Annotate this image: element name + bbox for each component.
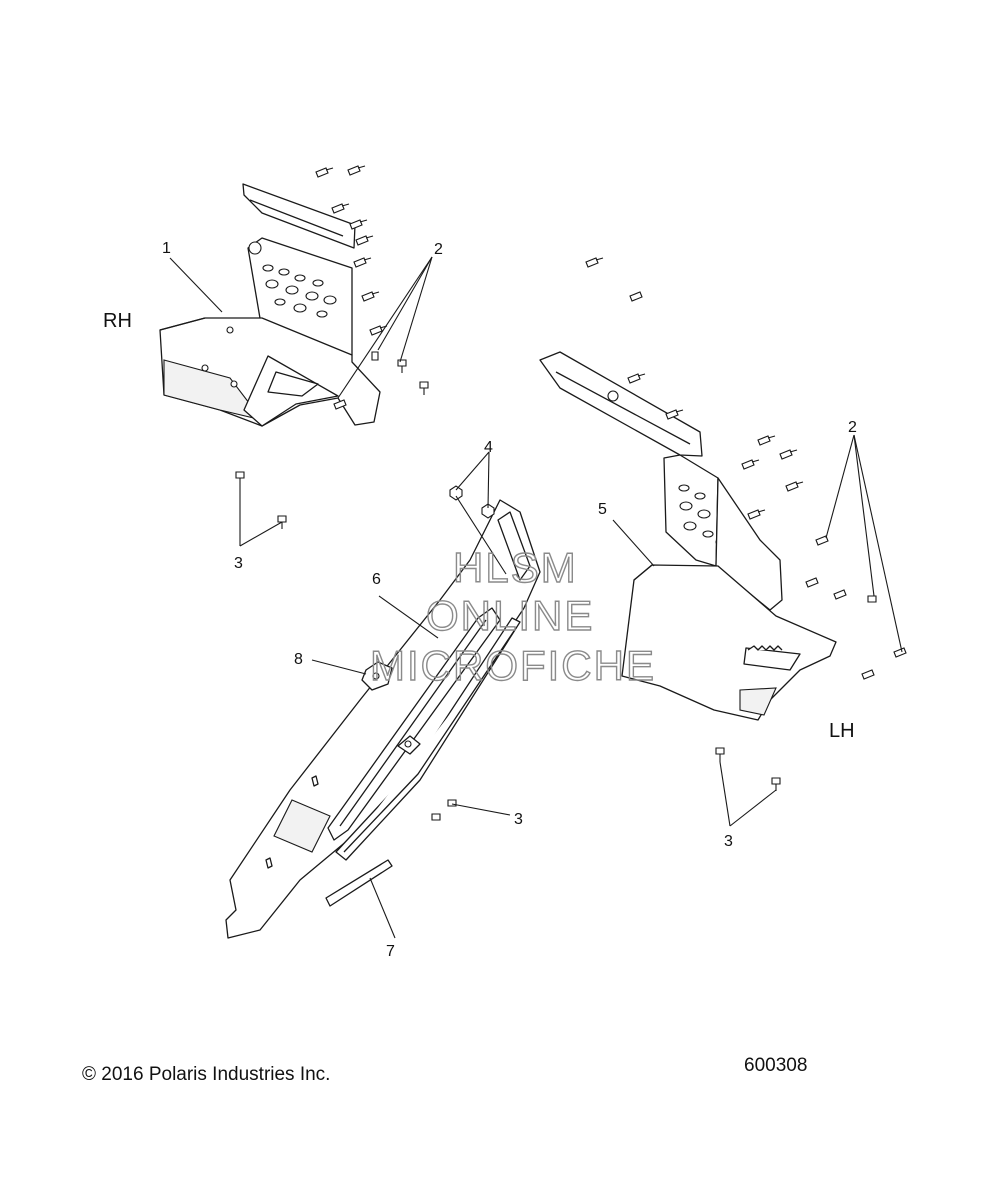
bolt-icon [397, 359, 407, 373]
bolt-icon [627, 373, 646, 384]
bolt-icon [331, 203, 350, 214]
watermark-line-1: HLSM [453, 544, 578, 591]
callout-8: 8 [294, 651, 303, 668]
lh-bolt-group [585, 257, 907, 791]
bolt-icon [347, 165, 366, 176]
bolt-icon [585, 257, 604, 268]
bolt-icon [747, 509, 766, 520]
bolt-icon [757, 435, 776, 446]
bolt-icon [361, 291, 380, 302]
bolt-icon [893, 647, 907, 658]
lh-footrest-part [539, 351, 837, 721]
callout-2-right: 2 [848, 419, 857, 436]
trim-strip-part [325, 859, 393, 907]
bolt-icon [665, 409, 684, 420]
bolt-icon [867, 595, 877, 603]
bolt-icon [771, 777, 781, 791]
center-bolt-group [431, 799, 457, 821]
bolt-icon [815, 535, 829, 546]
watermark: HLSM ONLINE MICROFICHE [369, 543, 656, 689]
bolt-icon [779, 449, 798, 460]
bolt-icon [741, 459, 760, 470]
bolt-icon [447, 799, 457, 807]
bolt-icon [333, 399, 347, 410]
callout-2-upper: 2 [434, 241, 443, 258]
bolt-icon [315, 167, 334, 178]
callout-3-center: 3 [514, 811, 523, 828]
callout-3-rh: 3 [234, 555, 243, 572]
bolt-icon [861, 669, 875, 680]
rh-footrest-part [159, 183, 381, 427]
bolt-icon [785, 481, 804, 492]
bolt-icon [235, 471, 245, 486]
bolt-icon [715, 747, 725, 762]
callout-5: 5 [598, 501, 607, 518]
bolt-icon [805, 577, 819, 588]
bolt-icon [431, 813, 441, 821]
bolt-icon [833, 589, 847, 600]
callout-4: 4 [484, 439, 493, 456]
bolt-icon [371, 351, 379, 361]
callout-3-lh: 3 [724, 833, 733, 850]
nut-icon [449, 485, 463, 501]
bolt-icon [629, 291, 643, 302]
bolt-icon [419, 381, 429, 395]
side-label-rh: RH [103, 310, 132, 332]
bracket-part [361, 661, 393, 691]
watermark-line-2: ONLINE [426, 592, 594, 639]
nut-group [449, 485, 495, 519]
center-panel-part [225, 499, 541, 939]
callout-6: 6 [372, 571, 381, 588]
callout-1: 1 [162, 240, 171, 257]
side-label-lh: LH [829, 720, 855, 742]
bolt-icon [355, 235, 374, 246]
callout-7: 7 [386, 943, 395, 960]
bolt-icon [353, 257, 372, 268]
rh-plate-holes [262, 264, 337, 318]
leader-lines [169, 256, 903, 939]
watermark-line-3: MICROFICHE [370, 642, 656, 689]
bolt-icon [349, 219, 368, 230]
diagram-id: 600308 [744, 1055, 807, 1076]
copyright-text: © 2016 Polaris Industries Inc. [82, 1064, 330, 1085]
bolt-icon [277, 515, 287, 529]
